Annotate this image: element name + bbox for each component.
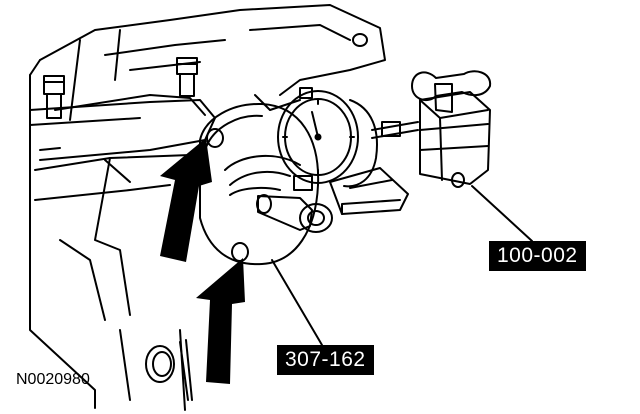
transmission-case	[29, 4, 386, 411]
leader-307-162	[271, 259, 323, 346]
case-bracket	[29, 99, 216, 161]
tool-100-002	[411, 70, 492, 188]
case-bolt-top	[352, 33, 368, 47]
case-bolt-left	[43, 75, 65, 119]
dial-indicator	[277, 87, 419, 191]
seal-ring	[145, 339, 193, 401]
tool-307-162	[199, 102, 333, 266]
leader-100-002	[471, 185, 533, 242]
arrow-lower	[196, 258, 245, 384]
arrow-upper	[160, 138, 212, 262]
figure-id-label: N0020980	[16, 371, 90, 388]
callout-label-100-002: 100-002	[489, 241, 586, 271]
indicator-base	[329, 167, 409, 215]
case-bolt-center	[176, 57, 198, 97]
callout-label-307-162: 307-162	[277, 345, 374, 375]
